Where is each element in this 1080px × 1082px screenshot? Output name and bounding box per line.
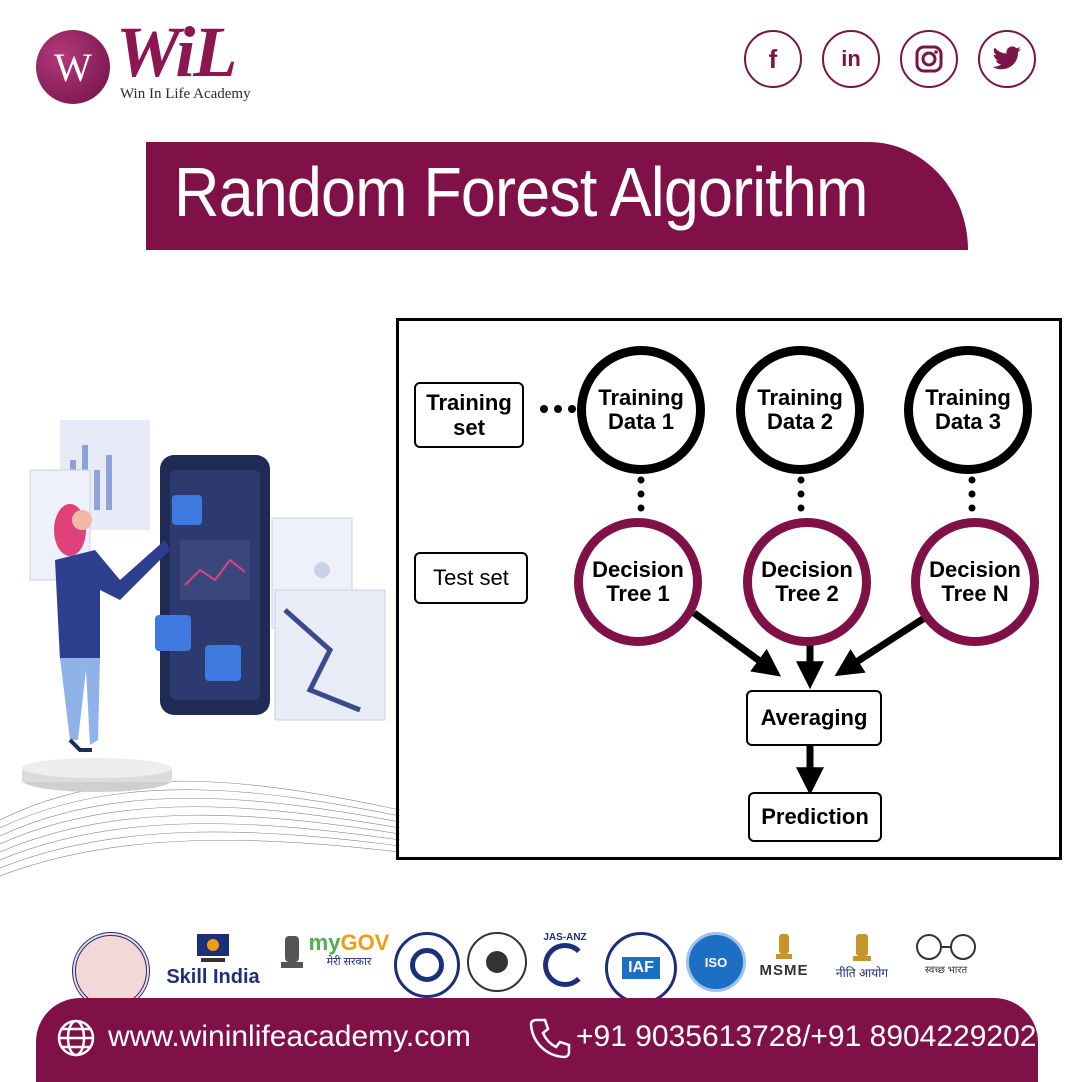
title-banner: [146, 142, 968, 250]
website-link[interactable]: www.wininlifeacademy.com: [108, 1020, 471, 1053]
skill-india-logo: Skill India: [156, 932, 270, 989]
diagram-frame: [396, 318, 1062, 860]
iso-logo: ISO: [686, 932, 746, 992]
brand-tagline: Win In Life Academy: [120, 86, 251, 102]
phone-icon: [529, 1018, 571, 1059]
vigilance-commission-logo: [392, 932, 462, 998]
swachh-bharat-logo: स्वच्छ भारत: [896, 932, 996, 976]
decision-tree-node-1: Decision Tree 1: [574, 518, 702, 646]
phone-number[interactable]: +91 9035613728/+91 8904229202: [576, 1020, 1037, 1053]
linkedin-icon[interactable]: in: [822, 30, 880, 88]
national-emblem-logo: [272, 932, 312, 978]
twitter-icon[interactable]: [978, 30, 1036, 88]
niti-aayog-logo: नीति आयोग: [832, 932, 892, 981]
decision-tree-node-2: Decision Tree 2: [743, 518, 871, 646]
skill-india-text: Skill India: [166, 966, 260, 988]
mygov-logo: myGOV मेरी सरकार: [308, 930, 390, 969]
training-set-box: Training set: [414, 382, 524, 448]
training-data-node-3: Training Data 3: [904, 346, 1032, 474]
msme-logo: MSME: [752, 932, 816, 979]
page-title: Random Forest Algorithm: [174, 153, 868, 231]
training-data-node-2: Training Data 2: [736, 346, 864, 474]
university-seal-logo: [68, 932, 154, 1010]
person-dashboard-illustration: [0, 420, 400, 877]
human-rights-logo: [466, 932, 528, 992]
brand-logo-letter: W: [54, 44, 92, 90]
prediction-box: Prediction: [748, 792, 882, 842]
decision-tree-node-n: Decision Tree N: [911, 518, 1039, 646]
test-set-box: Test set: [414, 552, 528, 604]
training-data-node-1: Training Data 1: [577, 346, 705, 474]
averaging-box: Averaging: [746, 690, 882, 746]
facebook-icon[interactable]: f: [744, 30, 802, 88]
iaf-logo: IAF: [604, 932, 678, 1004]
jas-anz-logo: JAS-ANZ: [538, 932, 592, 987]
globe-icon: [57, 1019, 95, 1057]
brand-logo-wordmark: WiL: [116, 12, 237, 92]
instagram-icon[interactable]: [900, 30, 958, 88]
brand-logo-badge: W: [36, 30, 110, 104]
